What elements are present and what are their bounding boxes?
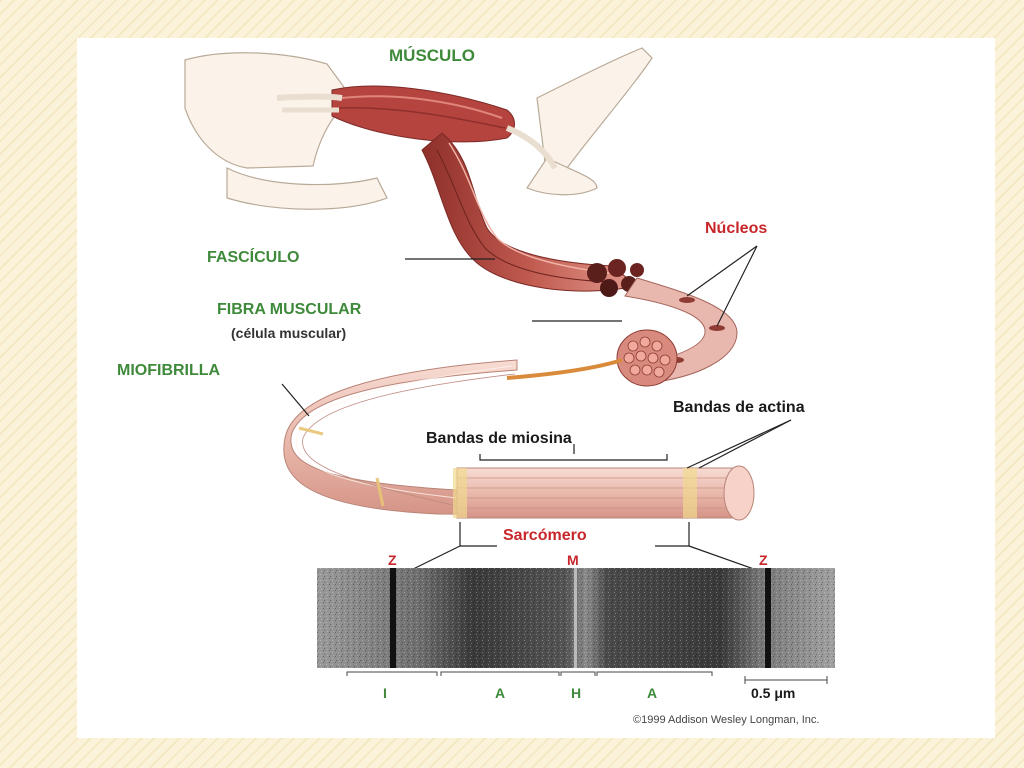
label-celula-muscular: (célula muscular): [231, 325, 347, 341]
label-musculo: MÚSCULO: [389, 46, 475, 65]
label-z-left: Z: [388, 552, 397, 568]
label-bandas-miosina: Bandas de miosina: [426, 430, 572, 447]
fascicle-bundle: [421, 132, 644, 297]
band-label-i: I: [383, 685, 387, 701]
band-label-h: H: [571, 685, 582, 701]
band-label-a-left: A: [495, 685, 506, 701]
label-fasciculo: FASCÍCULO: [207, 249, 300, 266]
scale-bar-label: 0.5 μm: [751, 685, 796, 701]
muscle-fiber: [616, 277, 738, 387]
diagram-slide: MÚSCULO FASCÍCULO Núcleos FIBRA MUSCULAR…: [77, 38, 995, 738]
arm-outline: [184, 47, 653, 210]
muscle-structure-illustration: [184, 47, 835, 684]
electron-micrograph: [317, 568, 835, 668]
myofibril-tube: [283, 359, 755, 521]
label-nucleos: Núcleos: [705, 220, 768, 237]
myofibril-thread: [506, 358, 623, 380]
label-bandas-actina: Bandas de actina: [673, 399, 805, 416]
band-label-a-right: A: [647, 685, 658, 701]
muscle-belly: [276, 85, 558, 170]
band-brackets: [346, 671, 828, 684]
label-miofibrilla: MIOFIBRILLA: [117, 362, 221, 379]
label-fibra-muscular: FIBRA MUSCULAR: [217, 301, 362, 318]
label-sarcomero: Sarcómero: [503, 527, 587, 544]
label-m-line: M: [567, 552, 579, 568]
label-z-right: Z: [759, 552, 768, 568]
copyright-text: ©1999 Addison Wesley Longman, Inc.: [633, 714, 820, 726]
